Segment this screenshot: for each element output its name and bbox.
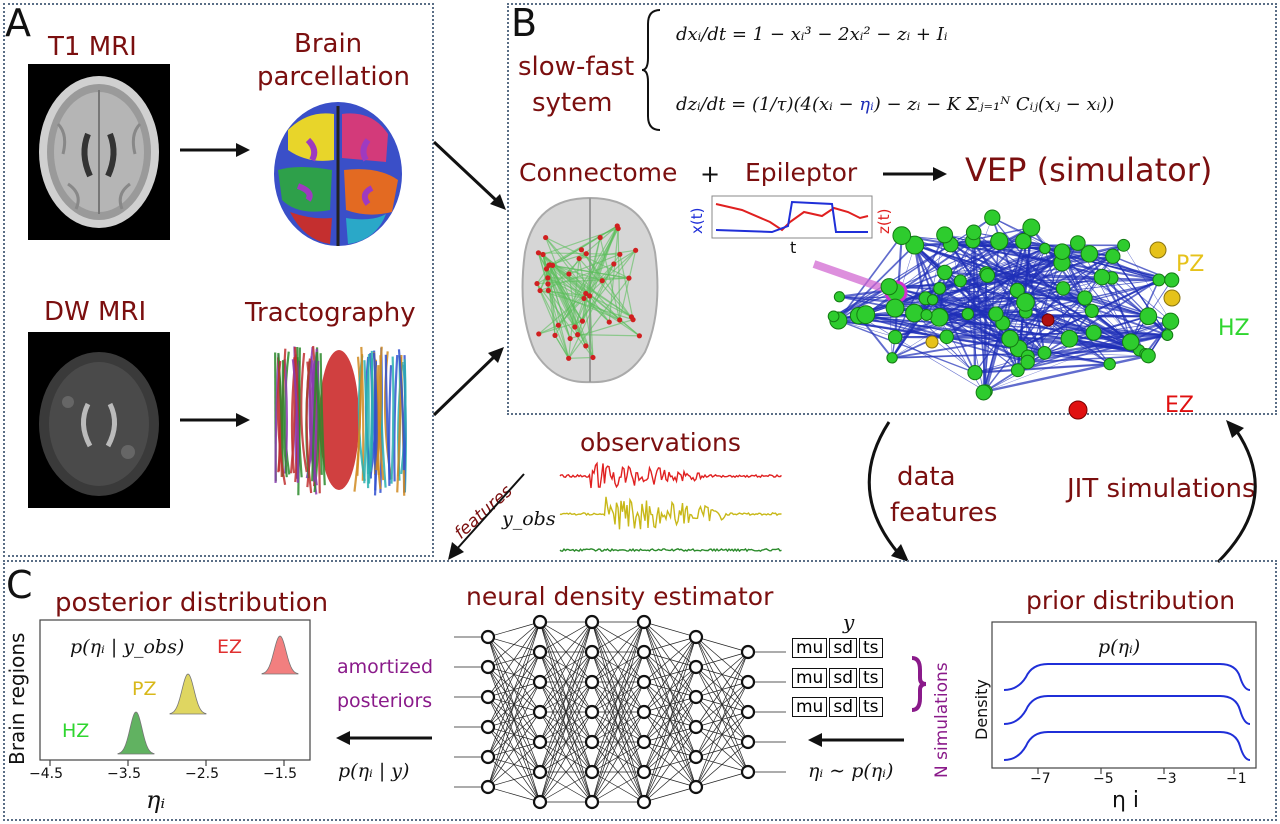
parcellation-label-2: parcellation bbox=[257, 62, 411, 92]
posterior-title: posterior distribution bbox=[55, 588, 329, 618]
arrow-jit-simulations bbox=[1216, 420, 1257, 564]
prior-xtick-0: −7 bbox=[1030, 771, 1051, 787]
tractography-label: Tractography bbox=[245, 298, 416, 328]
equation-2-prefix: dzᵢ/dt = (1/τ)(4(xᵢ − bbox=[676, 94, 860, 115]
epileptor-plot bbox=[711, 195, 873, 239]
vep-label: VEP (simulator) bbox=[965, 151, 1213, 189]
plus-sign: + bbox=[700, 160, 721, 188]
prior-formula: p(ηᵢ) bbox=[1098, 636, 1141, 658]
posterior-ylabel: Brain regions bbox=[5, 632, 29, 765]
posterior-plot bbox=[39, 619, 311, 766]
t1-mri-label: T1 MRI bbox=[48, 32, 137, 62]
posterior-pz-label: PZ bbox=[132, 678, 157, 700]
epileptor-label: Epileptor bbox=[745, 158, 858, 187]
pz-label: PZ bbox=[1176, 252, 1205, 277]
simulations-brace bbox=[911, 656, 927, 712]
arrow-to-vep bbox=[883, 167, 947, 181]
feature-box-ts: ts bbox=[859, 638, 883, 658]
observation-traces bbox=[559, 461, 782, 553]
prior-xtick-2: −3 bbox=[1156, 771, 1177, 787]
data-features-label-2: features bbox=[890, 498, 998, 528]
feature-box-mu: mu bbox=[792, 638, 828, 658]
posterior-ez-label: EZ bbox=[217, 636, 243, 658]
feature-box-sd: sd bbox=[829, 638, 857, 658]
arrow-to-posterior bbox=[336, 731, 432, 745]
posterior-xlabel: ηᵢ bbox=[146, 786, 166, 814]
prior-xlabel: η i bbox=[1112, 788, 1140, 813]
slow-fast-label-1: slow-fast bbox=[518, 52, 635, 82]
arrow-a-to-b-top bbox=[432, 140, 506, 210]
posterior-hz-label: HZ bbox=[62, 720, 90, 742]
arrow-a-to-b-bottom bbox=[432, 347, 504, 417]
arrow-data-features bbox=[867, 421, 909, 562]
dw-mri-label: DW MRI bbox=[44, 297, 147, 327]
n-simulations-label: N simulations bbox=[932, 662, 952, 778]
posterior-xtick-1: −3.5 bbox=[107, 766, 141, 782]
prior-title: prior distribution bbox=[1026, 586, 1236, 615]
equation-2-suffix: ) − zᵢ − K Σⱼ₌₁ᴺ Cᵢⱼ(xⱼ − xᵢ)) bbox=[873, 94, 1115, 115]
amortized-label-1: amortized bbox=[337, 656, 434, 678]
panel-a bbox=[3, 3, 434, 557]
panel-c bbox=[3, 560, 1277, 821]
data-features-label-1: data bbox=[897, 462, 956, 492]
y-obs-label: y_obs bbox=[502, 508, 556, 530]
ez-label: EZ bbox=[1165, 393, 1194, 418]
feature-box-sd: sd bbox=[829, 697, 857, 717]
arrow-features bbox=[448, 473, 525, 560]
panel-a-letter: A bbox=[5, 1, 31, 45]
vep-network bbox=[812, 209, 1181, 420]
epileptor-t-label: t bbox=[790, 238, 797, 257]
posterior-xtick-0: −4.5 bbox=[29, 766, 63, 782]
jit-simulations-label: JIT simulations bbox=[1067, 474, 1256, 504]
arrow-dw-to-tractography bbox=[180, 413, 250, 427]
equation-1: dxᵢ/dt = 1 − xᵢ³ − 2xᵢ² − zᵢ + Iᵢ bbox=[676, 24, 948, 45]
arrow-t1-to-parcellation bbox=[180, 143, 250, 157]
dw-mri-image bbox=[28, 332, 170, 508]
equation-brace bbox=[641, 9, 661, 131]
arrow-to-nde bbox=[808, 733, 904, 747]
hz-label: HZ bbox=[1218, 316, 1250, 341]
tractography-image bbox=[274, 345, 407, 496]
t1-mri-image bbox=[28, 64, 170, 240]
amortized-label-2: posteriors bbox=[337, 690, 433, 712]
feature-box-ts: ts bbox=[859, 668, 883, 688]
posterior-formula: p(ηᵢ | y_obs) bbox=[70, 636, 185, 658]
feature-box-sd: sd bbox=[829, 668, 857, 688]
panel-b-letter: B bbox=[511, 1, 538, 45]
nde-title: neural density estimator bbox=[466, 582, 774, 611]
equation-2: dzᵢ/dt = (1/τ)(4(xᵢ − ηᵢ) − zᵢ − K Σⱼ₌₁ᴺ… bbox=[676, 96, 1114, 114]
posterior-xtick-3: −1.5 bbox=[263, 766, 297, 782]
prior-xtick-1: −5 bbox=[1093, 771, 1114, 787]
brain-parcellation-image bbox=[274, 102, 402, 246]
feature-box-mu: mu bbox=[792, 668, 828, 688]
slow-fast-label-2: sytem bbox=[532, 88, 613, 118]
feature-box-mu: mu bbox=[792, 697, 828, 717]
eta-sample-label: ηᵢ ∼ p(ηᵢ) bbox=[808, 760, 894, 782]
connectome-label: Connectome bbox=[519, 158, 678, 187]
panel-b bbox=[507, 3, 1277, 415]
posterior-xtick-2: −2.5 bbox=[185, 766, 219, 782]
prior-ylabel: Density bbox=[972, 679, 991, 740]
y-label: y bbox=[843, 610, 855, 634]
p-eta-given-y: p(ηᵢ | y) bbox=[338, 760, 410, 782]
prior-xtick-3: −1 bbox=[1226, 771, 1247, 787]
equation-2-eta: ηᵢ bbox=[859, 94, 874, 115]
observations-label: observations bbox=[580, 428, 741, 457]
parcellation-label-1: Brain bbox=[294, 29, 363, 59]
epileptor-x-label: x(t) bbox=[688, 207, 706, 234]
neural-network bbox=[454, 614, 786, 810]
feature-box-ts: ts bbox=[859, 697, 883, 717]
connectome-brain-image bbox=[521, 196, 659, 384]
prior-plot bbox=[991, 621, 1257, 774]
panel-c-letter: C bbox=[6, 563, 33, 607]
